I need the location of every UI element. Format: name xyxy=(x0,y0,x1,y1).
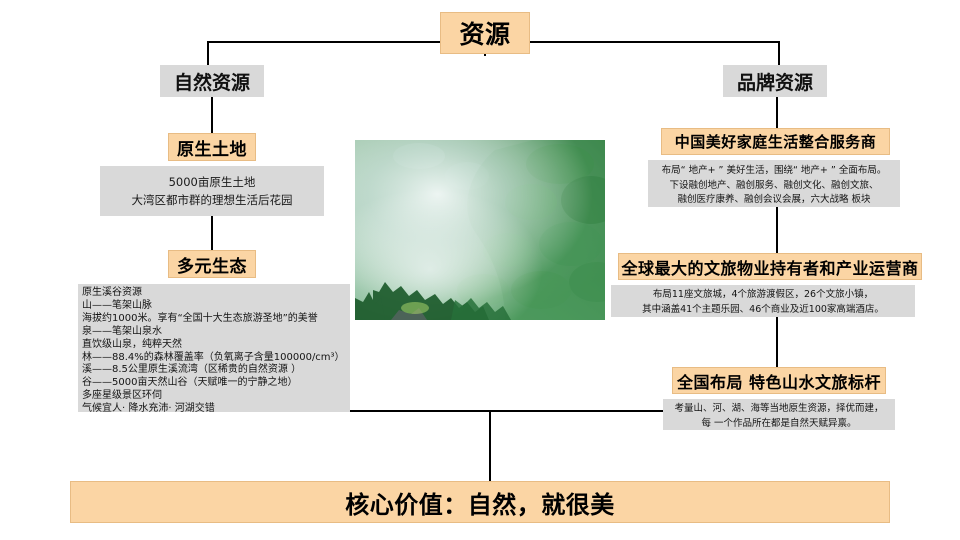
node-body-line: 5000亩原生土地 xyxy=(168,175,256,189)
node-body-diverse-ecology: 原生溪谷资源 山——笔架山脉 海拔约1000米。享有“全国十大生态旅游圣地”的美… xyxy=(78,284,350,414)
node-body-line: 下设融创地产、融创服务、融创文化、融创文旅、 xyxy=(669,179,879,191)
node-title-native-land[interactable]: 原生土地 xyxy=(168,133,256,161)
footer-core-value-banner[interactable]: 核心价值：自然，就很美 xyxy=(70,481,890,523)
node-body-line: 山——笔架山脉 xyxy=(82,299,152,311)
branch-node-brand-resources[interactable]: 品牌资源 xyxy=(723,65,827,97)
node-body-line: 谷——5000亩天然山谷（天赋唯一的宁静之地） xyxy=(82,377,298,389)
connector-brand-to-node1 xyxy=(776,97,778,128)
node-body-line: 原生溪谷资源 xyxy=(82,287,142,298)
node-body-family-life-service-provider: 布局“ 地产+ ” 美好生活，围绕“ 地产+ ” 全面布局。 下设融创地产、融创… xyxy=(648,160,900,207)
forest-mist-illustration xyxy=(355,140,605,320)
node-body-line: 气候宜人· 降水充沛· 河湖交错 xyxy=(82,403,215,415)
connector-bottom-bus xyxy=(348,410,663,412)
node-body-line: 考量山、河、湖、海等当地原生资源，择优而建， xyxy=(674,403,884,414)
node-title-national-landscape-benchmark[interactable]: 全国布局 特色山水文旅标杆 xyxy=(672,367,886,394)
node-title-family-life-service-provider[interactable]: 中国美好家庭生活整合服务商 xyxy=(661,128,890,155)
node-title-largest-tourism-property-operator[interactable]: 全球最大的文旅物业持有者和产业运营商 xyxy=(618,253,922,280)
node-body-line: 海拔约1000米。享有“全国十大生态旅游圣地”的美誉 xyxy=(82,312,318,324)
root-node-resources[interactable]: 资源 xyxy=(440,12,530,54)
node-body-line: 泉——笔架山泉水 xyxy=(82,325,162,337)
connector-node1-to-node2 xyxy=(776,207,778,253)
connector-to-natural-branch xyxy=(207,41,209,66)
connector-top-bus-left xyxy=(208,41,440,43)
node-body-native-land: 5000亩原生土地 大湾区都市群的理想生活后花园 xyxy=(100,166,324,216)
node-body-national-landscape-benchmark: 考量山、河、湖、海等当地原生资源，择优而建， 每 一个作品所在都是自然天赋异禀。 xyxy=(663,399,895,430)
connector-top-bus-right xyxy=(530,41,780,43)
node-body-line: 布局“ 地产+ ” 美好生活，围绕“ 地产+ ” 全面布局。 xyxy=(661,165,887,176)
node-body-line: 林——88.4%的森林覆盖率（负氧离子含量100000/cm³） xyxy=(82,351,345,363)
connector-bottom-stem xyxy=(489,410,491,481)
connector-natural-to-land xyxy=(211,97,213,133)
connector-to-brand-branch xyxy=(778,41,780,66)
node-body-line: 融创医疗康养、融创会议会展，六大战略 板块 xyxy=(677,194,871,205)
connector-land-to-eco xyxy=(211,216,213,250)
branch-node-natural-resources[interactable]: 自然资源 xyxy=(160,65,264,97)
node-body-line: 每 一个作品所在都是自然天赋异禀。 xyxy=(701,417,857,429)
forest-mist-photo xyxy=(355,140,605,320)
node-body-line: 布局11座文旅城，4个旅游渡假区，26个文旅小镇， xyxy=(652,289,874,300)
node-body-line: 直饮级山泉，纯粹天然 xyxy=(82,338,182,350)
node-body-line: 溪——8.5公里原生溪流湾（区稀贵的自然资源 ） xyxy=(82,364,302,376)
node-body-line: 大湾区都市群的理想生活后花园 xyxy=(131,193,293,207)
connector-node2-to-node3 xyxy=(776,317,778,367)
node-body-line: 其中涵盖41个主题乐园、46个商业及近100家高端酒店。 xyxy=(642,303,884,315)
node-body-line: 多座星级景区环伺 xyxy=(82,390,162,402)
node-body-largest-tourism-property-operator: 布局11座文旅城，4个旅游渡假区，26个文旅小镇， 其中涵盖41个主题乐园、46… xyxy=(611,285,915,317)
node-title-diverse-ecology[interactable]: 多元生态 xyxy=(168,250,256,278)
